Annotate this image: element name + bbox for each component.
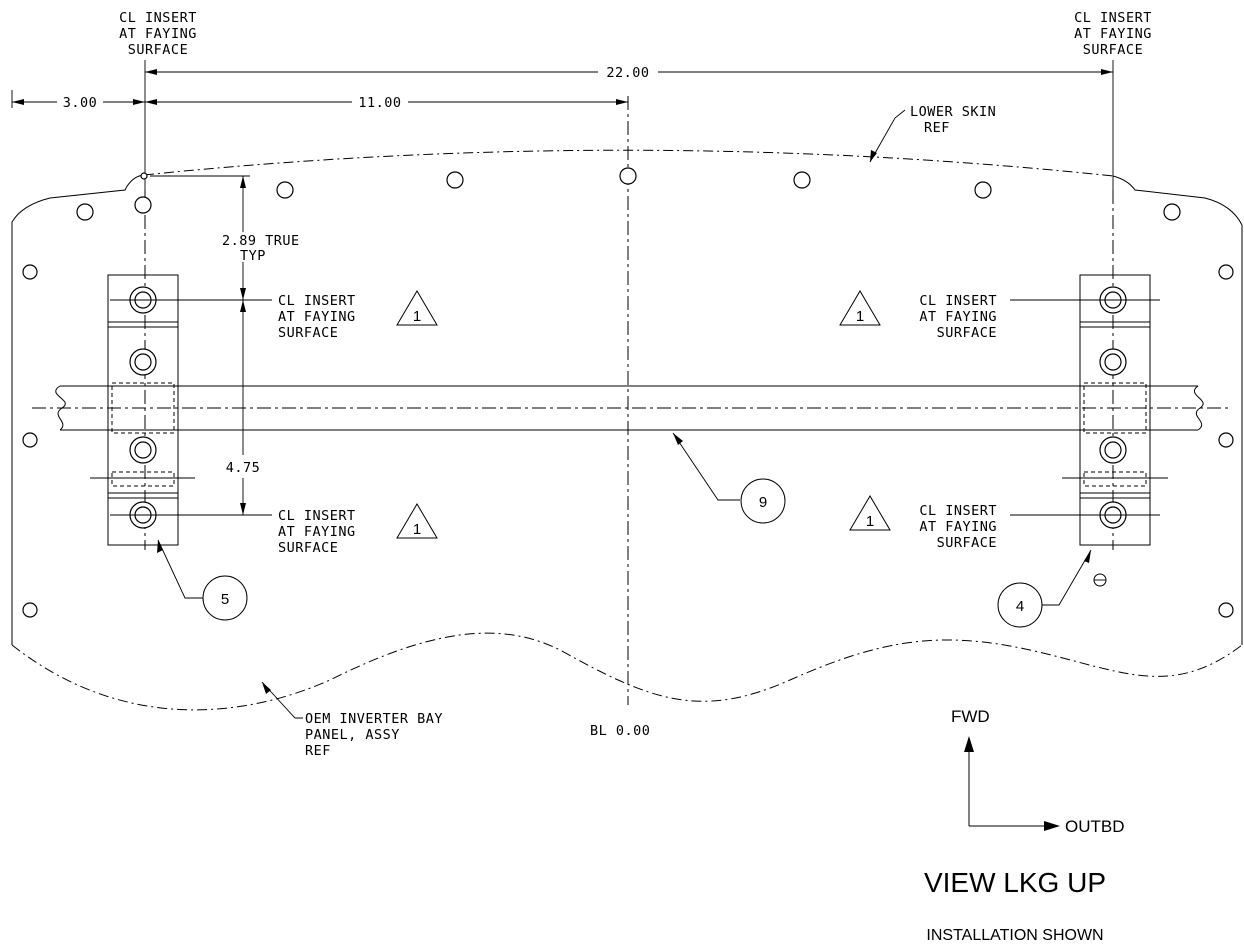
top-left-cl-label: CL INSERT AT FAYING SURFACE [119, 10, 197, 58]
svg-text:1: 1 [856, 308, 864, 325]
balloon-5: 5 [157, 539, 248, 621]
dim-3: 3.00 [63, 95, 98, 111]
dim-2-89: 2.89 TRUE [222, 233, 300, 249]
svg-text:CL INSERT: CL INSERT [1074, 10, 1152, 26]
svg-text:1: 1 [413, 308, 421, 325]
svg-text:LOWER SKIN: LOWER SKIN [910, 104, 996, 120]
orientation-indicator: FWD OUTBD [951, 707, 1125, 836]
cl-callout-upper-left: CL INSERT AT FAYING SURFACE 1 [235, 290, 438, 341]
fastener-hole [446, 171, 464, 189]
svg-text:CL INSERT: CL INSERT [278, 508, 356, 524]
svg-text:PANEL, ASSY: PANEL, ASSY [305, 727, 400, 743]
right-clip [1010, 274, 1168, 546]
centerlines [32, 60, 1230, 705]
top-dimensions: 22.00 3.00 11.00 [11, 65, 1113, 111]
oem-panel-leader: OEM INVERTER BAY PANEL, ASSY REF [261, 681, 443, 759]
svg-text:REF: REF [305, 743, 331, 759]
svg-text:CL INSERT: CL INSERT [119, 10, 197, 26]
dim-11: 11.00 [358, 95, 401, 111]
svg-text:4: 4 [1016, 598, 1024, 615]
dim-4-75: 4.75 [226, 460, 261, 476]
dim-22: 22.00 [606, 65, 649, 81]
fastener-hole [22, 264, 38, 280]
fastener-hole [1163, 203, 1181, 221]
svg-text:SURFACE: SURFACE [937, 325, 997, 341]
outbd-label: OUTBD [1065, 817, 1125, 836]
fastener-hole [1218, 432, 1234, 448]
svg-text:OEM INVERTER BAY: OEM INVERTER BAY [305, 711, 443, 727]
svg-text:SURFACE: SURFACE [278, 325, 338, 341]
svg-text:5: 5 [221, 591, 229, 608]
left-clip [90, 274, 235, 546]
view-subtitle: INSTALLATION SHOWN [926, 927, 1103, 944]
cl-callout-lower-right: 1 CL INSERT AT FAYING SURFACE [849, 495, 997, 551]
balloon-4: 4 [997, 549, 1092, 628]
svg-text:CL INSERT: CL INSERT [278, 293, 356, 309]
note-flag-triangle [396, 290, 438, 326]
cl-callout-upper-right: 1 CL INSERT AT FAYING SURFACE [839, 290, 997, 341]
svg-text:1: 1 [413, 521, 421, 538]
bl-label: BL 0.00 [590, 723, 650, 739]
svg-text:AT FAYING: AT FAYING [919, 519, 997, 535]
fastener-hole [276, 181, 294, 199]
fastener-holes [22, 167, 1234, 618]
svg-text:TYP: TYP [240, 248, 266, 264]
top-right-cl-label: CL INSERT AT FAYING SURFACE [1074, 10, 1152, 58]
fastener-hole [1218, 264, 1234, 280]
svg-text:SURFACE: SURFACE [278, 540, 338, 556]
svg-text:AT FAYING: AT FAYING [278, 309, 356, 325]
note-flag-triangle [839, 290, 881, 326]
svg-text:AT FAYING: AT FAYING [119, 26, 197, 42]
fwd-label: FWD [951, 707, 990, 726]
balloon-9: 9 [672, 432, 786, 524]
svg-text:1: 1 [866, 513, 874, 530]
svg-text:CL INSERT: CL INSERT [919, 293, 997, 309]
view-title: VIEW LKG UP [924, 867, 1106, 898]
oem-panel-curve [11, 632, 1243, 711]
fastener-hole [793, 171, 811, 189]
fastener-hole [619, 167, 637, 185]
fastener-hole [974, 181, 992, 199]
svg-text:SURFACE: SURFACE [1083, 42, 1143, 58]
svg-text:9: 9 [759, 494, 767, 511]
svg-text:SURFACE: SURFACE [128, 42, 188, 58]
note-flag-triangle [396, 503, 438, 539]
fastener-hole [76, 203, 94, 221]
fastener-hole [22, 602, 38, 618]
rod [55, 385, 1204, 431]
svg-text:SURFACE: SURFACE [937, 535, 997, 551]
cl-callout-lower-left: CL INSERT AT FAYING SURFACE 1 [235, 503, 438, 556]
svg-text:REF: REF [924, 120, 950, 136]
fastener-hole [22, 432, 38, 448]
fastener-hole [1218, 602, 1234, 618]
fastener-hole [134, 196, 152, 214]
note-flag-triangle [849, 495, 891, 531]
svg-text:AT FAYING: AT FAYING [1074, 26, 1152, 42]
vertical-dimensions: 2.89 TRUE TYP 4.75 [150, 175, 300, 515]
svg-text:AT FAYING: AT FAYING [278, 524, 356, 540]
lower-skin-leader: LOWER SKIN REF [869, 104, 996, 163]
svg-text:CL INSERT: CL INSERT [919, 503, 997, 519]
svg-text:AT FAYING: AT FAYING [919, 309, 997, 325]
